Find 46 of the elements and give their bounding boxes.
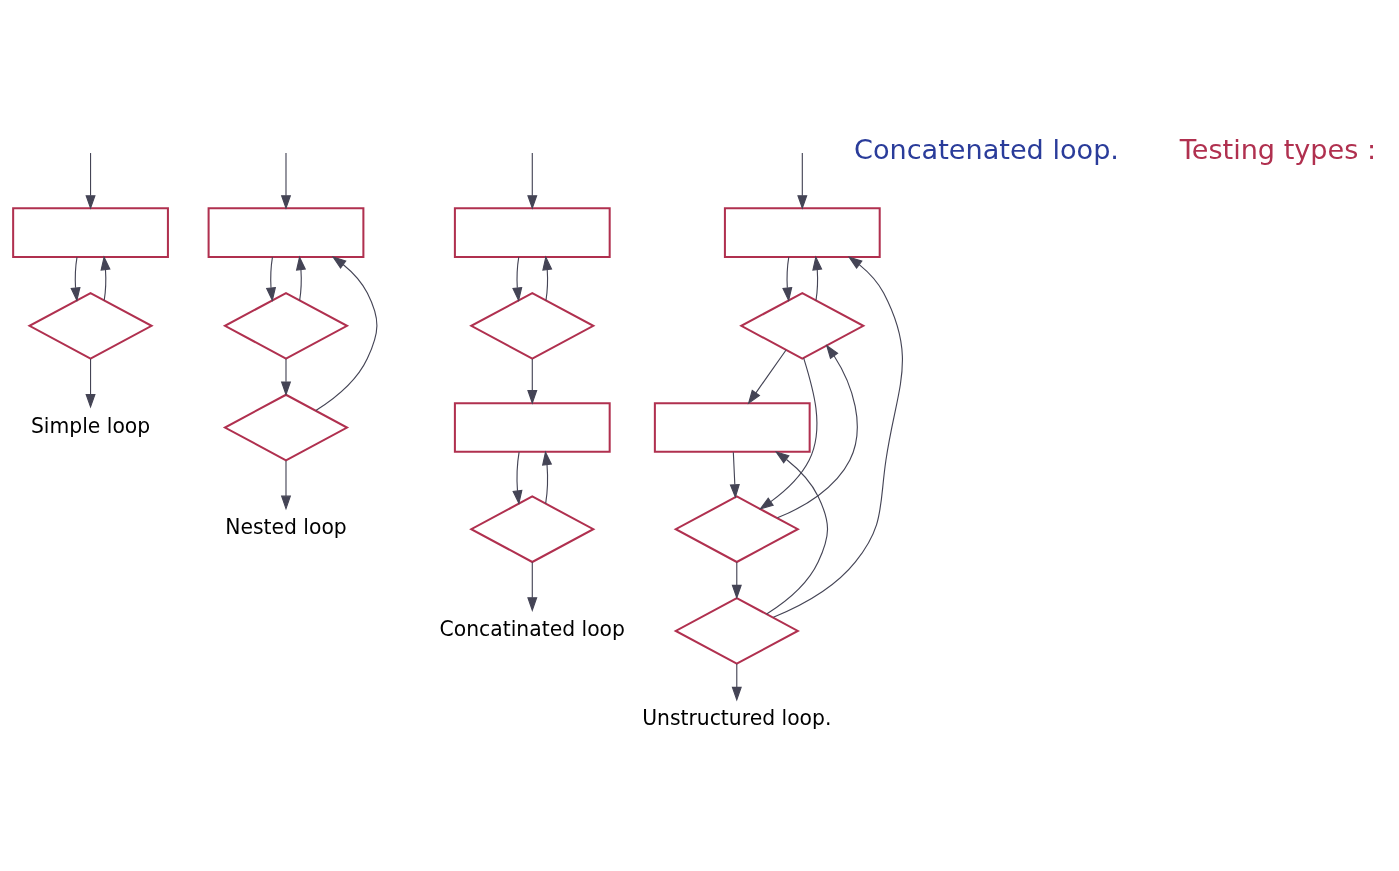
arrow xyxy=(315,255,378,411)
arrow xyxy=(512,451,523,505)
node-diamond xyxy=(673,596,800,665)
arrow xyxy=(772,255,903,618)
arrow xyxy=(100,255,111,301)
arrow xyxy=(280,459,292,510)
arrow xyxy=(280,151,292,210)
arrow xyxy=(747,348,787,404)
arrow xyxy=(776,343,858,518)
label: Concatenated loop. xyxy=(853,133,1119,165)
arrow xyxy=(782,256,793,302)
arrow xyxy=(812,255,823,301)
node-diamond xyxy=(469,494,596,563)
node-box xyxy=(653,401,811,453)
arrow xyxy=(797,151,808,210)
node-text: Unstructured loop. xyxy=(642,705,832,730)
node-diamond xyxy=(222,291,350,360)
arrow xyxy=(70,256,81,302)
arrow xyxy=(731,662,742,701)
arrow xyxy=(766,450,829,615)
arrow xyxy=(759,357,818,510)
node-diamond xyxy=(469,291,596,360)
node-text: Concatinated loop xyxy=(439,616,625,641)
node-diamond xyxy=(222,393,350,461)
node-text: Nested loop xyxy=(225,514,347,539)
arrow xyxy=(541,450,553,504)
arrow xyxy=(295,255,307,301)
arrow xyxy=(85,357,96,409)
node-text: Simple loop xyxy=(30,413,151,437)
arrow xyxy=(527,357,538,405)
node-box xyxy=(453,401,611,453)
node-box xyxy=(723,206,881,258)
arrow xyxy=(280,357,292,396)
arrow xyxy=(512,256,523,302)
node-box xyxy=(453,206,611,258)
arrow xyxy=(527,151,538,210)
arrow xyxy=(265,256,277,302)
arrow xyxy=(527,561,538,612)
arrow xyxy=(729,451,740,499)
arrow xyxy=(85,151,96,210)
node-diamond xyxy=(27,291,154,360)
node-box xyxy=(207,206,365,258)
arrow xyxy=(731,561,742,600)
node-box xyxy=(12,206,169,258)
label: Testing types : xyxy=(1179,133,1377,165)
arrow xyxy=(542,255,553,301)
